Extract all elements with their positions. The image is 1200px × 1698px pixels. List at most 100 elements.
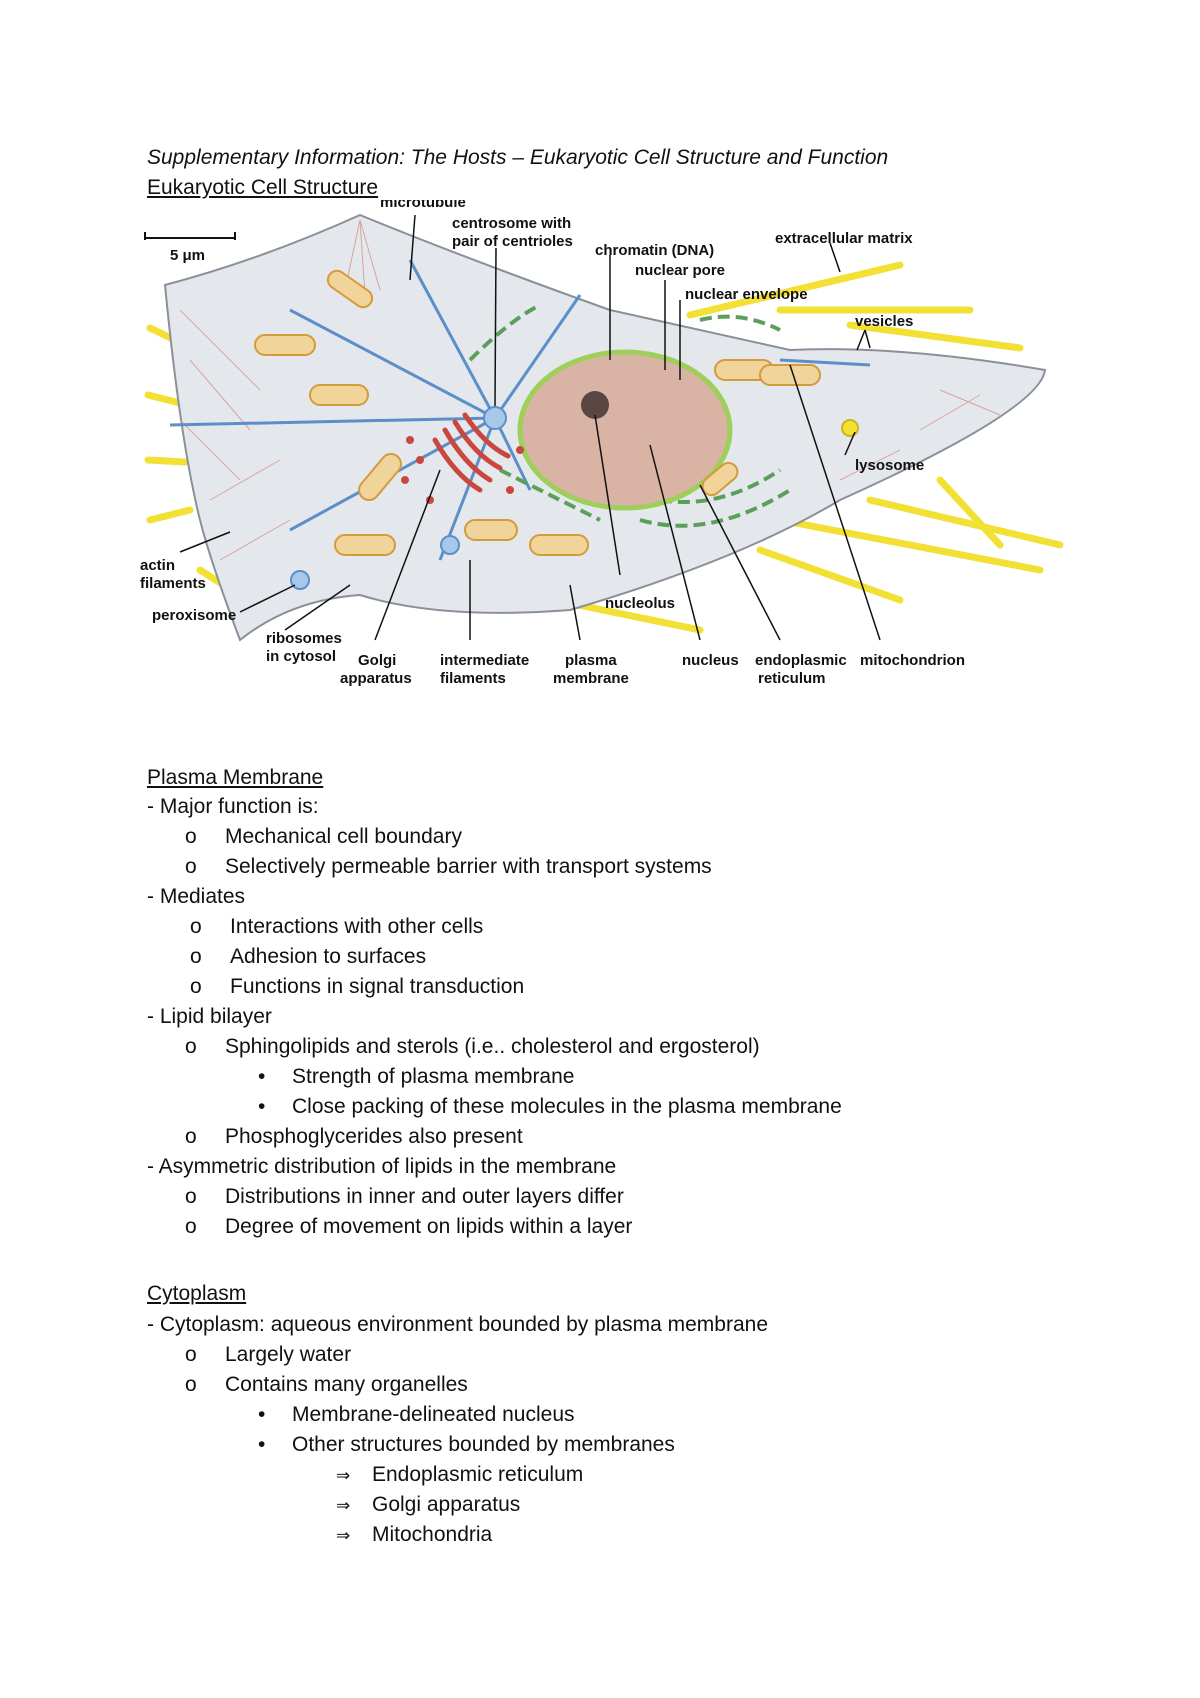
golgi-vesicles — [401, 436, 524, 504]
circle-bullet: o — [185, 1215, 197, 1238]
label-nucleus: nucleus — [682, 652, 739, 669]
plasma-line-12-text: Phosphoglycerides also present — [225, 1125, 523, 1148]
circle-bullet: o — [190, 945, 202, 968]
plasma-line-3: o Selectively permeable barrier with tran… — [185, 854, 712, 880]
plasma-line-15-text: Degree of movement on lipids within a la… — [225, 1215, 633, 1238]
cytoplasm-line-6: ⇒ Endoplasmic reticulum — [336, 1462, 583, 1489]
circle-bullet: o — [185, 825, 197, 848]
cell-diagram-svg: 5 μm — [140, 200, 1064, 687]
plasma-line-9: o Sphingolipids and sterols (i.e.. choles… — [185, 1034, 760, 1060]
cytoplasm-line-5: • Other structures bounded by membranes — [258, 1432, 675, 1458]
plasma-line-1: - Major function is: — [147, 795, 319, 818]
section-heading-cell-structure: Eukaryotic Cell Structure — [147, 176, 379, 199]
cytoplasm-line-1: - Cytoplasm: aqueous environment bounded… — [147, 1313, 769, 1336]
label-intermediate-1: intermediate — [440, 652, 529, 669]
document-title: Supplementary Information: The Hosts – E… — [147, 146, 889, 169]
plasma-line-13: - Asymmetric distribution of lipids in t… — [147, 1155, 617, 1178]
centrosome — [483, 406, 507, 430]
plasma-line-11: • Close packing of these molecules in the… — [258, 1094, 842, 1120]
plasma-line-5-text: Interactions with other cells — [230, 915, 484, 938]
dot-bullet: • — [258, 1095, 266, 1118]
dot-bullet: • — [258, 1403, 266, 1426]
label-lysosome: lysosome — [855, 457, 924, 474]
nucleolus-shape — [581, 391, 609, 419]
plasma-line-14-text: Distributions in inner and outer layers … — [225, 1185, 624, 1208]
label-nuclear-pore: nuclear pore — [635, 262, 725, 279]
plasma-line-10-text: Strength of plasma membrane — [292, 1065, 575, 1088]
label-ribosomes-2: in cytosol — [266, 648, 336, 665]
endoplasmic-reticulum — [468, 303, 792, 528]
plasma-line-8: - Lipid bilayer — [147, 1005, 272, 1028]
cytoplasm-line-2-text: Largely water — [225, 1343, 352, 1366]
plasma-line-9-text: Sphingolipids and sterols (i.e.. cholest… — [225, 1035, 760, 1058]
label-leader-lines — [179, 214, 881, 641]
cytoplasm-line-6-text: Endoplasmic reticulum — [372, 1463, 584, 1486]
cell-diagram: 5 μm — [140, 200, 1070, 760]
label-vesicles: vesicles — [855, 313, 913, 330]
label-centrosome-1: centrosome with — [452, 215, 571, 232]
label-actin-2: filaments — [140, 575, 206, 592]
dot-bullet: • — [258, 1433, 266, 1456]
peroxisome-shape — [290, 570, 310, 590]
label-golgi-2: apparatus — [340, 670, 412, 687]
cytoplasm-line-8: ⇒ Mitochondria — [336, 1522, 492, 1549]
lysosome-shape — [841, 419, 859, 437]
cytoplasm-line-4-text: Membrane-delineated nucleus — [292, 1403, 575, 1426]
plasma-line-15: o Degree of movement on lipids within a l… — [185, 1214, 632, 1240]
plasma-line-2-text: Mechanical cell boundary — [225, 825, 462, 848]
label-er-1: endoplasmic — [755, 652, 847, 669]
golgi-apparatus-shape — [432, 412, 511, 493]
label-ribosomes-1: ribosomes — [266, 630, 342, 647]
label-nucleolus: nucleolus — [605, 595, 675, 612]
cytoplasm-line-5-text: Other structures bounded by membranes — [292, 1433, 675, 1456]
plasma-line-11-text: Close packing of these molecules in the … — [292, 1095, 842, 1118]
mitochondria-shapes — [254, 269, 821, 556]
section-heading-cytoplasm: Cytoplasm — [147, 1282, 247, 1305]
plasma-line-10: • Strength of plasma membrane — [258, 1064, 574, 1090]
label-plasma-2: membrane — [553, 670, 629, 687]
plasma-line-7-text: Functions in signal transduction — [230, 975, 525, 998]
label-actin-1: actin — [140, 557, 175, 574]
nucleus-shape — [517, 349, 733, 511]
cytoplasm-line-4: • Membrane-delineated nucleus — [258, 1402, 575, 1428]
peroxisome-shape-2 — [440, 535, 460, 555]
plasma-line-5: o Interactions with other cells — [190, 914, 483, 940]
arrow-bullet: ⇒ — [336, 1496, 351, 1516]
circle-bullet: o — [185, 1373, 197, 1396]
circle-bullet: o — [185, 1343, 197, 1366]
plasma-line-7: o Functions in signal transduction — [190, 974, 524, 1000]
plasma-line-6: o Adhesion to surfaces — [190, 944, 426, 970]
circle-bullet: o — [190, 915, 202, 938]
scale-bar-label: 5 μm — [170, 247, 205, 264]
circle-bullet: o — [185, 855, 197, 878]
label-microtubule: microtubule — [380, 200, 466, 211]
label-mitochondrion: mitochondrion — [860, 652, 965, 669]
arrow-bullet: ⇒ — [336, 1526, 351, 1546]
label-golgi-1: Golgi — [358, 652, 396, 669]
cytoplasm-line-7: ⇒Golgi apparatus — [336, 1492, 520, 1519]
cytoplasm-line-3: o Contains many organelles — [185, 1372, 468, 1398]
circle-bullet: o — [190, 975, 202, 998]
cytoplasm-line-8-text: Mitochondria — [372, 1523, 493, 1546]
label-centrosome-2: pair of centrioles — [452, 233, 573, 250]
plasma-line-2: o Mechanical cell boundary — [185, 824, 462, 850]
circle-bullet: o — [185, 1185, 197, 1208]
label-er-2: reticulum — [758, 670, 826, 687]
cytoplasm-line-2: o Largely water — [185, 1342, 351, 1368]
cytoplasm-line-3-text: Contains many organelles — [225, 1373, 468, 1396]
section-heading-plasma-membrane: Plasma Membrane — [147, 766, 324, 789]
label-intermediate-2: filaments — [440, 670, 506, 687]
label-peroxisome: peroxisome — [152, 607, 236, 624]
dot-bullet: • — [258, 1065, 266, 1088]
arrow-bullet: ⇒ — [336, 1466, 351, 1486]
label-plasma-1: plasma — [565, 652, 617, 669]
plasma-line-6-text: Adhesion to surfaces — [230, 945, 427, 968]
circle-bullet: o — [185, 1035, 197, 1058]
plasma-line-4: - Mediates — [147, 885, 246, 908]
plasma-line-3-text: Selectively permeable barrier with trans… — [225, 855, 712, 878]
scale-bar — [144, 232, 236, 240]
plasma-line-14: o Distributions in inner and outer layers… — [185, 1184, 624, 1210]
label-extracellular-matrix: extracellular matrix — [775, 230, 913, 247]
